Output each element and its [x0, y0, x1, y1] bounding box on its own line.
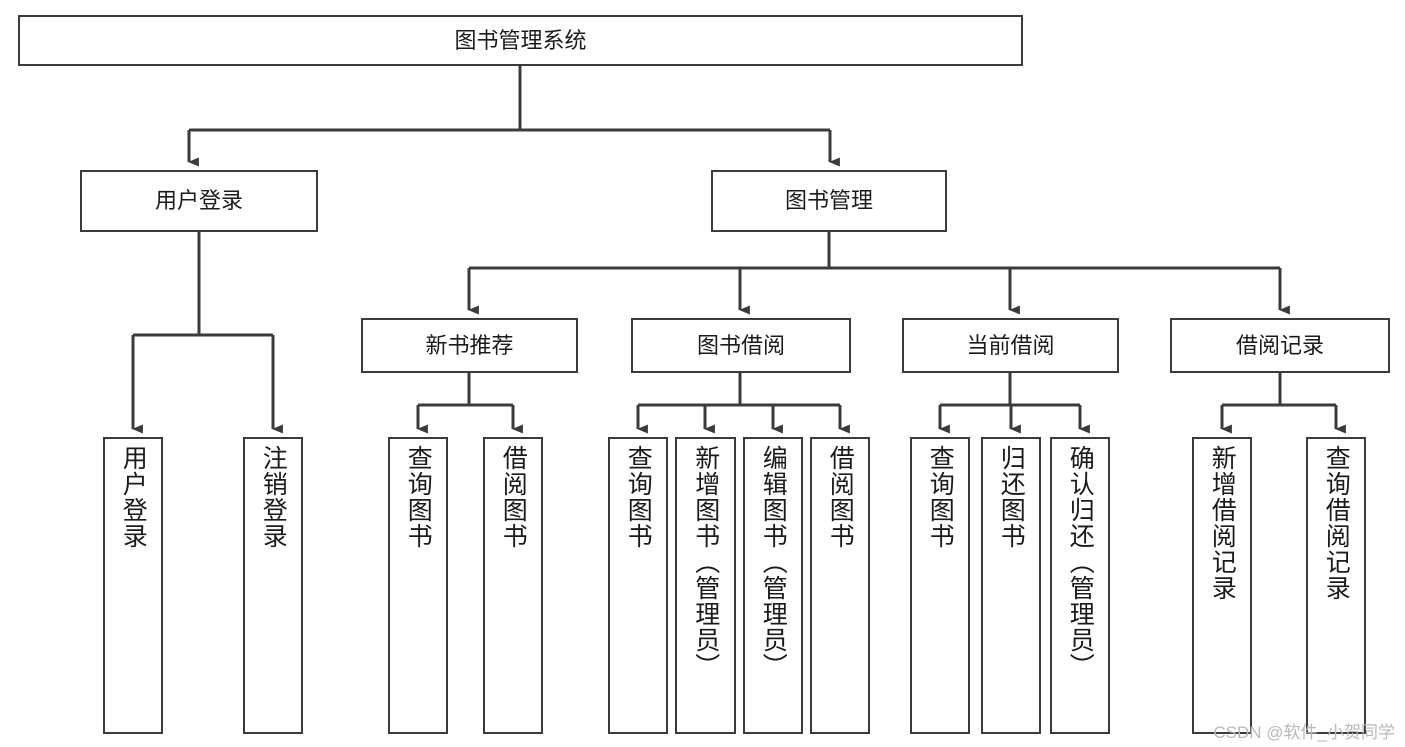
node-book-manage[interactable]: 图书管理 — [711, 170, 947, 232]
leaf-borrow-add-book[interactable]: 新增图书（管理员） — [675, 437, 736, 734]
leaf-record-add-label: 新增借阅记录 — [1208, 445, 1237, 601]
leaf-borrow-do-borrow[interactable]: 借阅图书 — [810, 437, 870, 734]
node-root-label: 图书管理系统 — [454, 27, 587, 53]
node-borrow-record-label: 借阅记录 — [1235, 332, 1324, 358]
leaf-current-query-book-label: 查询图书 — [926, 445, 955, 549]
node-current-borrow[interactable]: 当前借阅 — [902, 318, 1119, 373]
node-user-login-label: 用户登录 — [154, 188, 243, 214]
leaf-current-confirm-return-label: 确认归还（管理员） — [1066, 445, 1095, 679]
leaf-borrow-add-book-label: 新增图书（管理员） — [691, 445, 720, 679]
leaf-rec-borrow-book[interactable]: 借阅图书 — [483, 437, 543, 734]
node-new-book-rec[interactable]: 新书推荐 — [361, 318, 578, 373]
leaf-current-query-book[interactable]: 查询图书 — [910, 437, 970, 734]
leaf-borrow-query-book[interactable]: 查询图书 — [608, 437, 668, 734]
leaf-borrow-query-book-label: 查询图书 — [624, 445, 653, 549]
leaf-user-login[interactable]: 用户登录 — [103, 437, 163, 734]
node-book-borrow[interactable]: 图书借阅 — [631, 318, 851, 373]
leaf-record-search-label: 查询借阅记录 — [1322, 445, 1351, 601]
node-current-borrow-label: 当前借阅 — [966, 332, 1055, 358]
leaf-borrow-edit-book[interactable]: 编辑图书（管理员） — [743, 437, 803, 734]
node-book-manage-label: 图书管理 — [784, 188, 873, 214]
watermark-text: CSDN @软件_小贺同学 — [1213, 723, 1395, 742]
leaf-borrow-edit-book-label: 编辑图书（管理员） — [759, 445, 788, 679]
leaf-borrow-do-borrow-label: 借阅图书 — [826, 445, 855, 549]
node-user-login[interactable]: 用户登录 — [80, 170, 318, 232]
leaf-user-logout[interactable]: 注销登录 — [243, 437, 303, 734]
leaf-record-add[interactable]: 新增借阅记录 — [1192, 437, 1252, 734]
leaf-current-return-book[interactable]: 归还图书 — [981, 437, 1041, 734]
node-new-book-rec-label: 新书推荐 — [425, 332, 514, 358]
leaf-rec-query-book[interactable]: 查询图书 — [388, 437, 448, 734]
node-borrow-record[interactable]: 借阅记录 — [1170, 318, 1390, 373]
leaf-rec-borrow-book-label: 借阅图书 — [499, 445, 528, 549]
leaf-user-login-label: 用户登录 — [119, 445, 148, 549]
leaf-current-return-book-label: 归还图书 — [997, 445, 1026, 549]
node-root[interactable]: 图书管理系统 — [18, 15, 1023, 66]
node-book-borrow-label: 图书借阅 — [696, 332, 785, 358]
leaf-current-confirm-return[interactable]: 确认归还（管理员） — [1050, 437, 1110, 734]
leaf-record-search[interactable]: 查询借阅记录 — [1306, 437, 1366, 734]
leaf-rec-query-book-label: 查询图书 — [404, 445, 433, 549]
leaf-user-logout-label: 注销登录 — [259, 445, 288, 549]
